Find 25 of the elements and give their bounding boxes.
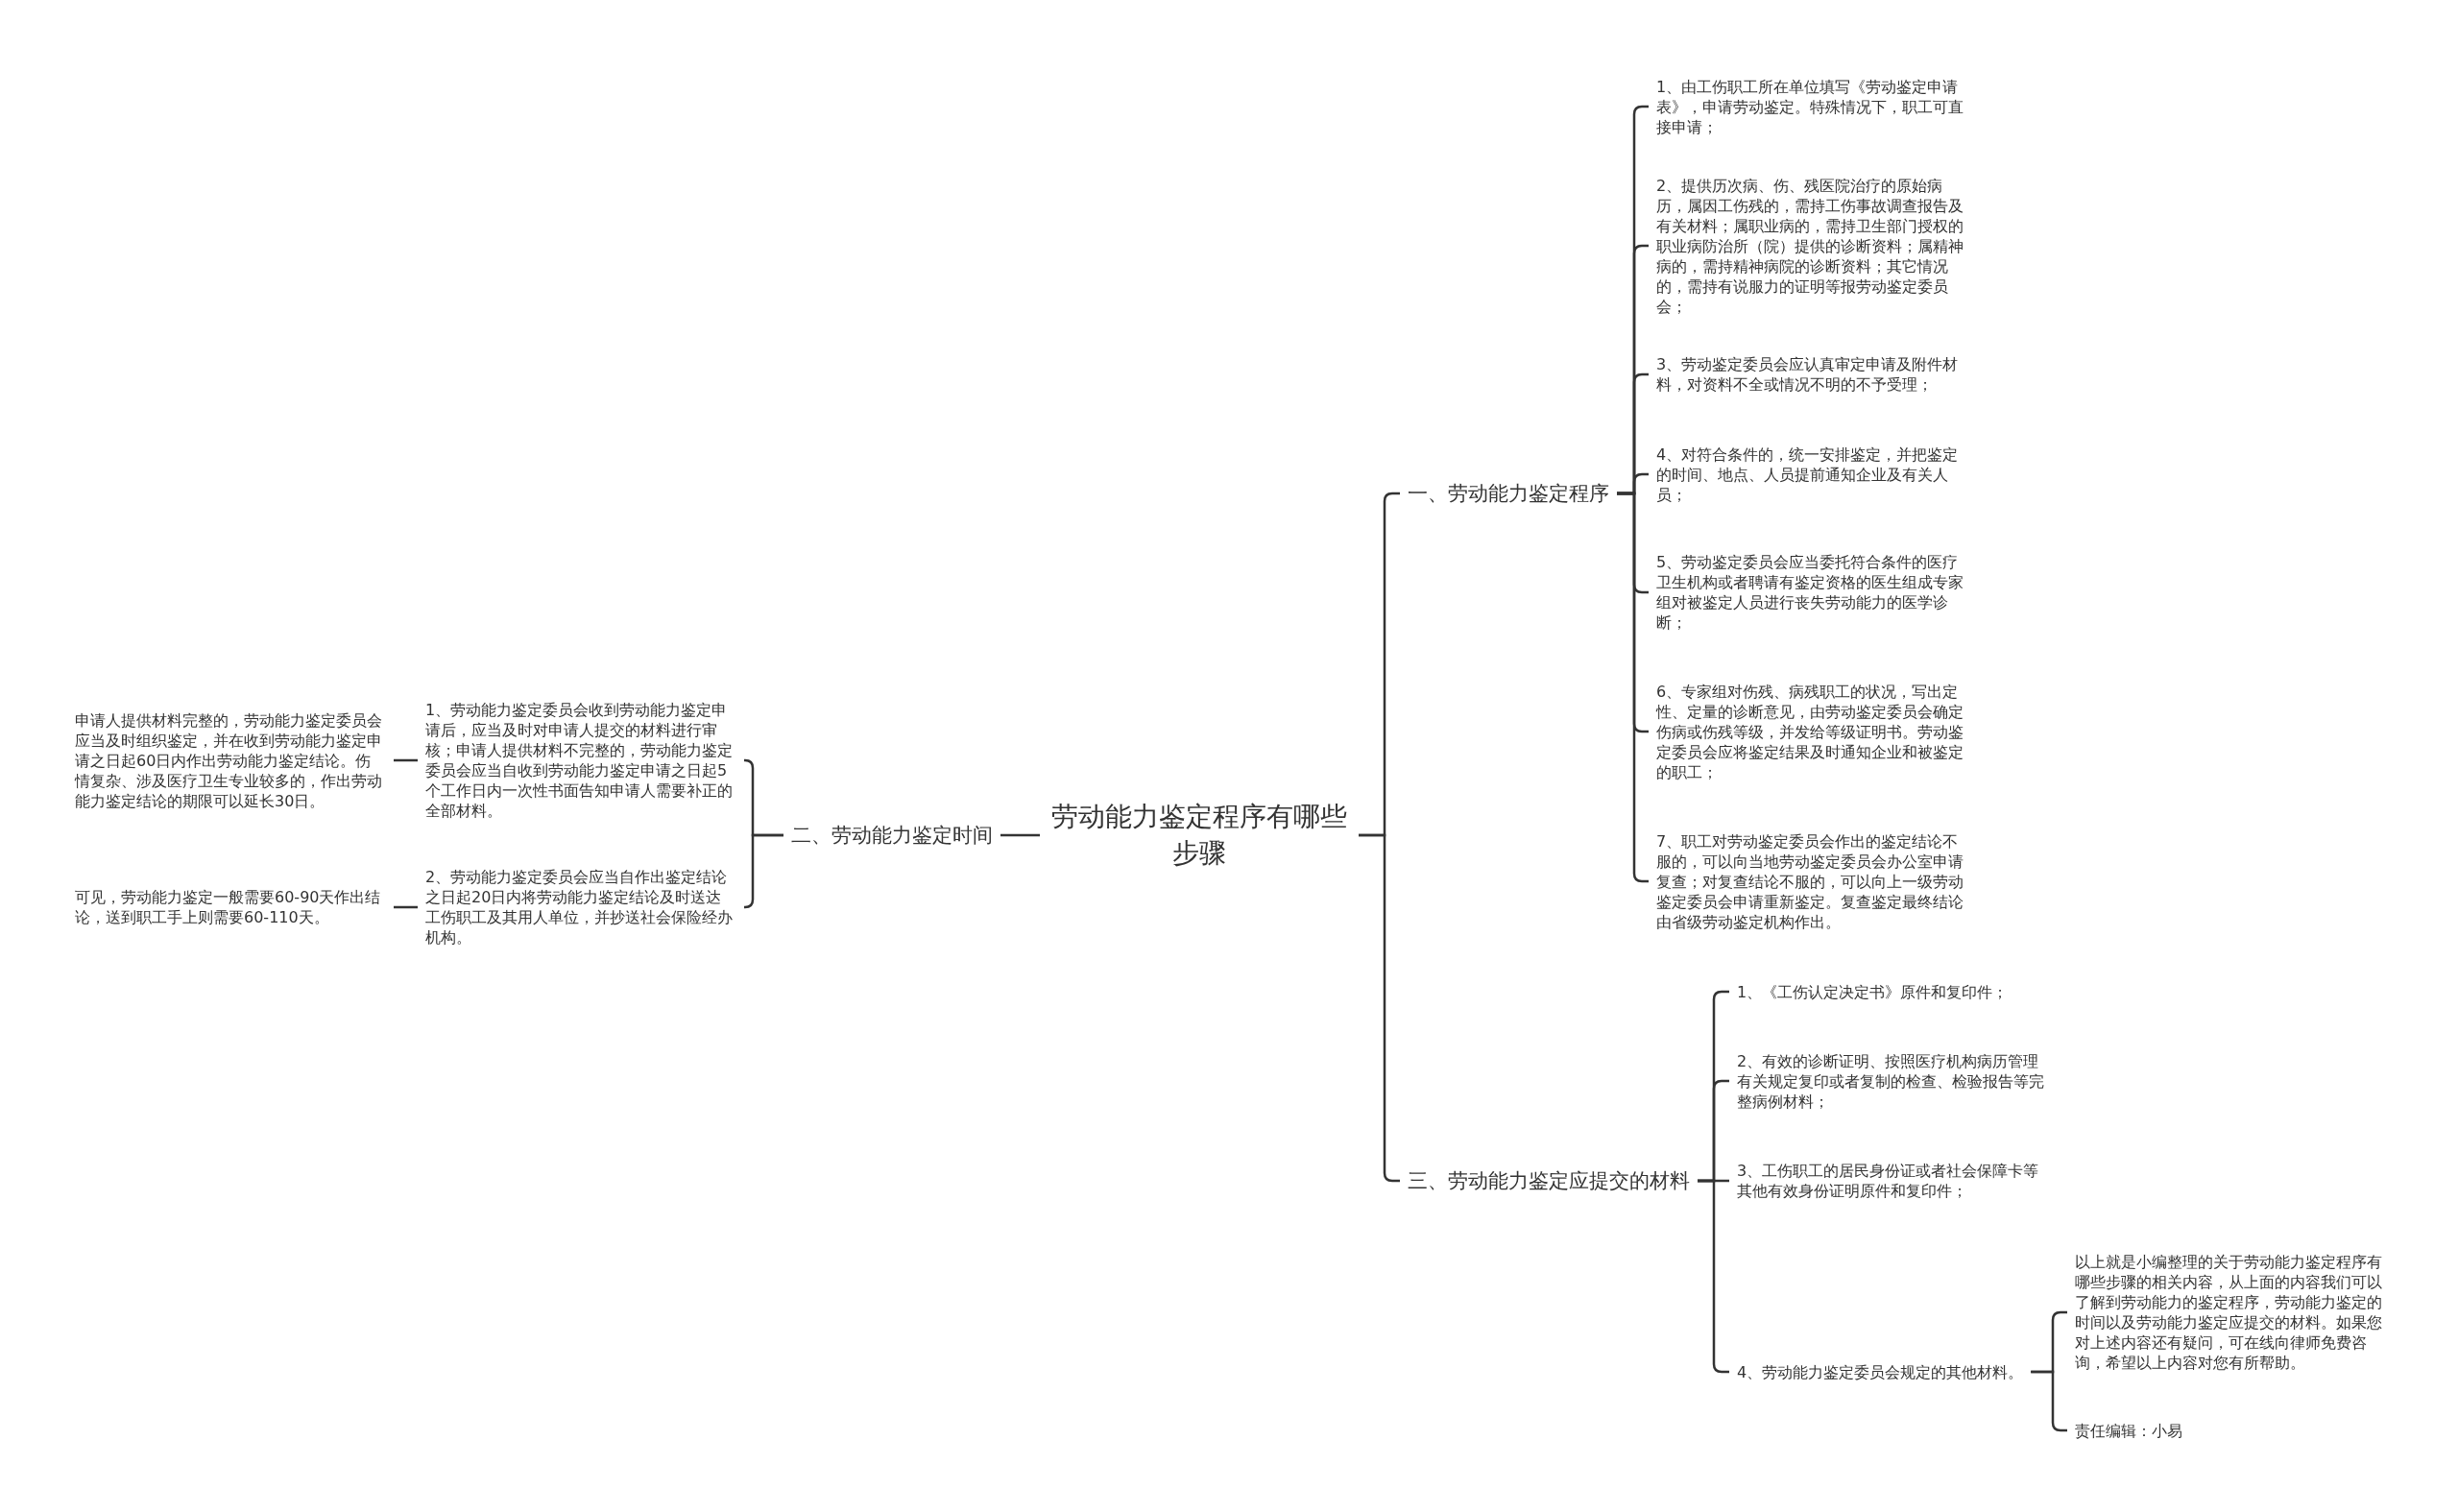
- subtopic-text: 7、职工对劳动鉴定委员会作出的鉴定结论不服的，可以向当地劳动鉴定委员会办公室申请复查；对复查结论不服的，可以向上一级劳动鉴定委员会申请重新鉴定。复查鉴定最终结论由省级劳动鉴定机构作出。: [1649, 830, 1975, 932]
- connector-line: [394, 905, 418, 909]
- subtopic-text: 2、劳动能力鉴定委员会应当自作出鉴定结论之日起20日内将劳动能力鉴定结论及时送达工伤职工及其用人单位，并抄送社会保险经办机构。: [418, 867, 744, 948]
- branch-topic: 一、劳动能力鉴定程序: [1400, 480, 1617, 507]
- subtopic-text: 申请人提供材料完整的，劳动能力鉴定委员会应当及时组织鉴定，并在收到劳动能力鉴定申请之日起60日内作出劳动能力鉴定结论。伤情复杂、涉及医疗卫生专业较多的，作出劳动能力鉴定结论的期限可以延长30日。: [67, 709, 394, 811]
- connector-line: [743, 833, 783, 909]
- subtopic-text: 6、专家组对伤残、病残职工的状况，写出定性、定量的诊断意见，由劳动鉴定委员会确定伤病或伤残等级，并发给等级证明书。劳动鉴定委员会应将鉴定结果及时通知企业和被鉴定的职工；: [1649, 681, 1975, 782]
- connector-line: [394, 758, 418, 762]
- branch-topic: 三、劳动能力鉴定应提交的材料: [1400, 1167, 1698, 1194]
- subtopic-text: 5、劳动鉴定委员会应当委托符合条件的医疗卫生机构或者聘请有鉴定资格的医生组成专家组对被鉴定人员进行丧失劳动能力的医学诊断；: [1649, 552, 1975, 633]
- connector-line: [1000, 833, 1040, 837]
- subtopic-text: 可见，劳动能力鉴定一般需要60-90天作出结论，送到职工手上则需要60-110天。: [67, 887, 394, 927]
- branch-topic: 二、劳动能力鉴定时间: [783, 822, 1000, 849]
- subtopic-text: 3、劳动鉴定委员会应认真审定申请及附件材料，对资料不全或情况不明的不予受理；: [1649, 354, 1975, 395]
- subtopic-text: 3、工伤职工的居民身份证或者社会保障卡等其他有效身份证明原件和复印件；: [1729, 1161, 2056, 1201]
- central-topic: 劳动能力鉴定程序有哪些步骤: [1040, 799, 1359, 872]
- subtopic-text: 1、劳动能力鉴定委员会收到劳动能力鉴定申请后，应当及时对申请人提交的材料进行审核；申请人提供材料不完整的，劳动能力鉴定委员会应当自收到劳动能力鉴定申请之日起5个工作日内一次性书面告知申请人需要补正的全部材料。: [418, 700, 744, 821]
- subtopic-text: 以上就是小编整理的关于劳动能力鉴定程序有哪些步骤的相关内容，从上面的内容我们可以了解到劳动能力的鉴定程序，劳动能力鉴定的时间以及劳动能力鉴定应提交的材料。如果您对上述内容还有疑问，可在线向律师免费咨询，希望以上内容对您有所帮助。: [2067, 1252, 2394, 1373]
- subtopic-text: 4、劳动能力鉴定委员会规定的其他材料。: [1729, 1361, 2032, 1382]
- subtopic-text: 2、提供历次病、伤、残医院治疗的原始病历，属因工伤残的，需持工伤事故调查报告及有关材料；属职业病的，需持卫生部门授权的职业病防治所（院）提供的诊断资料；属精神病的，需持精神病院的诊断资料；其它情况的，需持有说服力的证明等报劳动鉴定委员会；: [1649, 175, 1975, 317]
- subtopic-text: 责任编辑：小易: [2067, 1420, 2190, 1441]
- subtopic-text: 1、《工伤认定决定书》原件和复印件；: [1729, 981, 2016, 1002]
- subtopic-text: 2、有效的诊断证明、按照医疗机构病历管理有关规定复印或者复制的检查、检验报告等完整病例材料；: [1729, 1050, 2056, 1112]
- subtopic-text: 1、由工伤职工所在单位填写《劳动鉴定申请表》，申请劳动鉴定。特殊情况下，职工可直接申请；: [1649, 76, 1975, 137]
- subtopic-text: 4、对符合条件的，统一安排鉴定，并把鉴定的时间、地点、人员提前通知企业及有关人员；: [1649, 444, 1975, 505]
